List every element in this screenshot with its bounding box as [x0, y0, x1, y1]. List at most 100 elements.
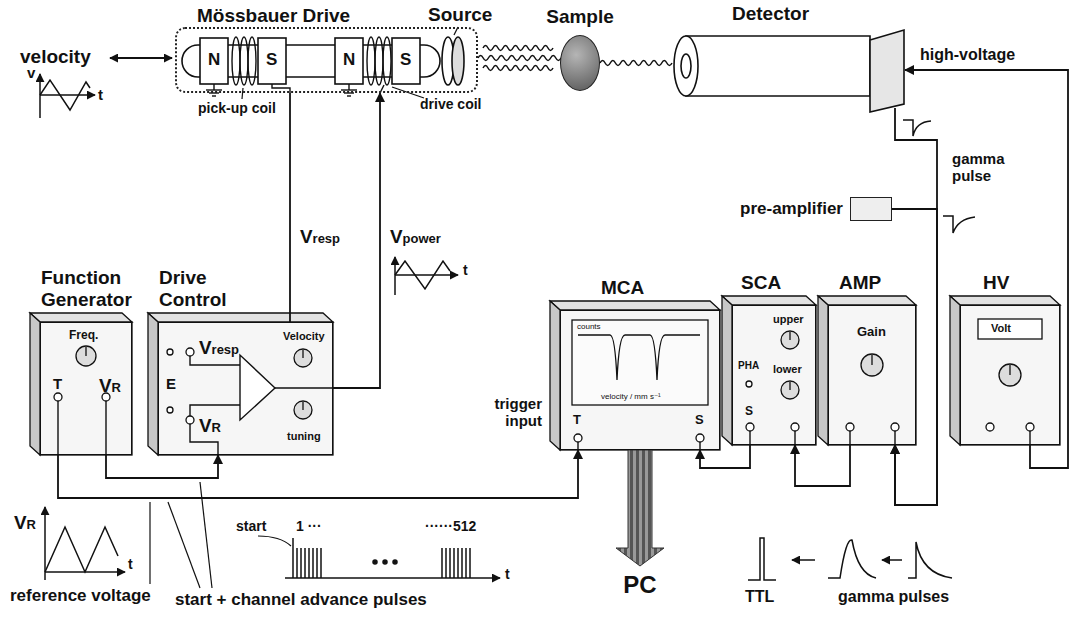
pulse-train — [457, 548, 459, 578]
signal-pulse — [748, 538, 776, 580]
panel-label: tuning — [287, 430, 321, 443]
signal-pulse — [748, 538, 952, 580]
diagram-label: pick-up coil — [198, 100, 276, 116]
coil-winding — [240, 37, 248, 85]
mca-screen — [578, 335, 700, 380]
box-face — [560, 310, 720, 450]
panel-label: Vresp — [199, 337, 239, 359]
pulse-train — [296, 548, 298, 578]
signal-pulse — [908, 542, 952, 578]
control-knob — [789, 332, 790, 340]
internal-wire — [190, 356, 240, 365]
internal-wire — [57, 401, 58, 455]
control-knob — [294, 401, 312, 419]
box-face — [950, 296, 960, 445]
sample-disc: Sample — [560, 35, 600, 91]
signal-wire — [700, 445, 750, 468]
velocity-arrow — [110, 57, 172, 59]
drive-rod — [182, 37, 464, 85]
pulse-train — [465, 548, 467, 578]
pulse-train — [320, 548, 322, 578]
signal-wire — [892, 209, 937, 505]
panel-label: E — [166, 375, 176, 392]
vpower-graph — [395, 257, 458, 295]
internal-wire — [699, 442, 700, 450]
box-face — [828, 305, 916, 445]
hv-display — [978, 319, 1042, 339]
ground-symbol — [212, 95, 216, 96]
control-knob — [85, 347, 86, 356]
internal-wire — [894, 431, 895, 445]
panel-label: Velocity — [283, 330, 325, 343]
connector-socket — [186, 348, 194, 356]
gamma-wave — [483, 46, 553, 51]
coil-winding — [375, 37, 383, 85]
signal-pulse — [828, 540, 876, 578]
box-face — [148, 313, 158, 455]
diagram-label: Source — [428, 4, 492, 26]
panel-label: T — [573, 413, 581, 428]
signal-wire — [106, 455, 218, 478]
internal-wire — [240, 355, 275, 420]
drive-housing: Mössbauer Drive — [175, 27, 478, 93]
panel-label: counts — [577, 322, 601, 331]
panel-label: Volt — [991, 322, 1011, 335]
internal-wire — [105, 401, 106, 455]
mca-screen — [572, 320, 708, 405]
detector-illustration — [674, 30, 904, 112]
panel-label: VR — [99, 375, 121, 397]
box-face — [950, 296, 1060, 305]
connector-socket — [574, 434, 582, 442]
amp-unit: AMPGain — [828, 305, 916, 445]
coil-winding — [232, 37, 240, 85]
hv-display — [978, 319, 1042, 339]
box-face — [722, 296, 816, 305]
velocity-graph — [40, 74, 95, 118]
detector-illustration — [870, 30, 904, 112]
internal-wire — [749, 431, 750, 445]
diagram-label: S — [400, 50, 411, 70]
node-heading: pre-amplifier — [740, 199, 843, 219]
box-face — [30, 313, 132, 322]
leader-line — [168, 502, 200, 588]
ground-symbol — [347, 95, 351, 96]
pulse-train — [285, 538, 500, 578]
connector-socket — [186, 416, 194, 424]
signal-label: Vpower — [388, 226, 443, 248]
node-heading: AMP — [839, 272, 881, 294]
node-heading: SCA — [741, 272, 781, 294]
signal-label: high-voltage — [918, 46, 1017, 64]
diagram-label: start + channel advance pulses — [175, 590, 427, 610]
connector-socket — [746, 381, 752, 387]
leader-line — [242, 88, 243, 99]
internal-wire — [849, 431, 850, 445]
connector-socket — [167, 407, 173, 413]
velocity-arrow — [110, 57, 172, 59]
drive-rod — [392, 38, 420, 84]
node-heading: MCA — [601, 277, 644, 299]
pulse-train — [312, 548, 314, 578]
box-face — [158, 322, 333, 455]
drive-rod — [200, 38, 228, 84]
connector-socket — [167, 349, 173, 355]
diagram-label: gamma pulses — [838, 588, 949, 606]
pulse-train — [393, 560, 397, 564]
data-transfer-arrow — [616, 450, 664, 566]
box-face — [148, 313, 333, 322]
ground-symbol — [206, 84, 357, 96]
control-knob — [871, 355, 872, 365]
signal-wire — [289, 93, 291, 322]
diagram-label: reference voltage — [10, 586, 151, 606]
box-face — [960, 305, 1060, 445]
pulse-train — [383, 560, 387, 564]
drive-rod — [335, 38, 363, 84]
internal-wire — [58, 355, 1030, 455]
pulse-train — [469, 548, 471, 578]
internal-wire — [190, 405, 240, 416]
connector-socket — [986, 423, 994, 431]
panel-label: S — [745, 405, 753, 419]
node-heading: HV — [983, 272, 1009, 294]
pulse-shape — [903, 120, 931, 136]
gamma-wave — [483, 66, 553, 71]
